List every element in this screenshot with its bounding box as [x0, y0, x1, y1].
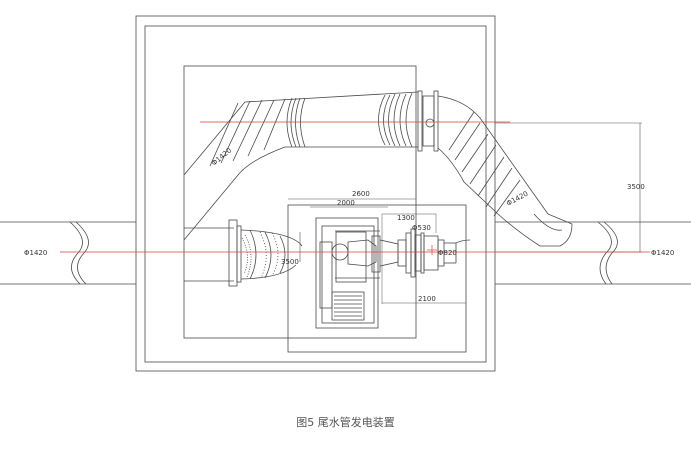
label-dia-valve: Φ820: [438, 249, 457, 257]
label-dia-right-pipe: Φ1420: [505, 190, 529, 208]
left-inlet-pipe: [0, 221, 136, 285]
label-len-1300: 1300: [397, 214, 415, 222]
label-len-2100: 2100: [418, 295, 436, 303]
label-len-3500-left: 3500: [281, 258, 299, 266]
outlet-reducer-and-valve: [379, 228, 471, 278]
upper-valve: [417, 90, 439, 152]
equipment-room-outline: [183, 65, 417, 339]
inner-inlet-pipe: [184, 219, 242, 287]
inlet-elbow: [240, 229, 303, 280]
label-len-2600: 2600: [352, 190, 370, 198]
right-outlet-pipe: [495, 221, 691, 285]
upper-bypass-pipe: [183, 91, 419, 241]
turbine-foundation-box: [287, 204, 467, 353]
figure-caption: 图5 尾水管发电装置: [296, 416, 395, 429]
label-dia-flange: Φ530: [412, 224, 431, 232]
outer-building-wall: [135, 15, 496, 372]
turbine-generator: [315, 217, 381, 329]
label-len-2000: 2000: [337, 199, 355, 207]
right-outlet-elbow: [437, 95, 573, 247]
inner-building-wall: [144, 25, 487, 363]
label-dia-right-outlet: Φ1420: [651, 249, 674, 257]
label-dia-left-inlet: Φ1420: [24, 249, 47, 257]
label-len-3500-right: 3500: [627, 183, 645, 191]
